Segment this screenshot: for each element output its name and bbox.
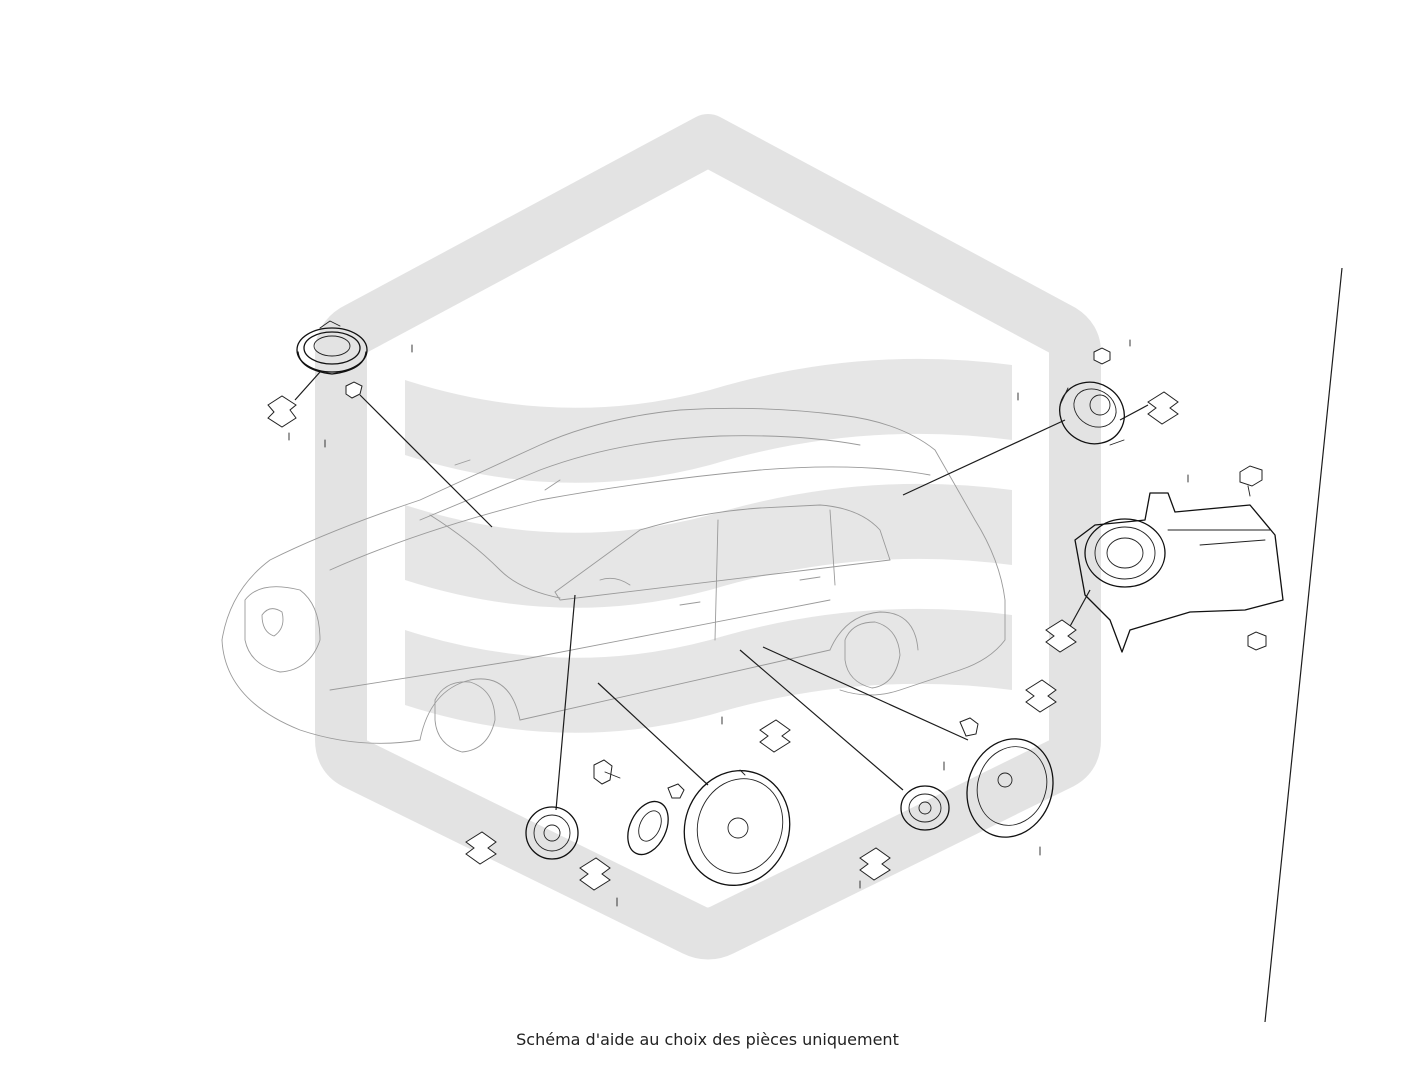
connector-icon [267,395,297,428]
subwoofer-enclosure [1074,492,1284,653]
screw-part [959,717,979,737]
connector-icon [465,831,497,865]
bolt-part [1239,465,1263,497]
screw-part [667,783,685,799]
connector-icon [759,719,791,753]
speaker-woofer-front [683,769,791,886]
speaker-midrange-front-left [525,806,579,860]
clip-part [1093,347,1111,365]
connector-icon [1045,619,1077,653]
speaker-tweeter-front-left [296,320,368,375]
connector-icon [579,857,611,891]
connector-icon [859,847,891,881]
speaker-midrange-rear [900,785,950,831]
nut-part [1247,631,1267,651]
clip-part [345,381,363,399]
speaker-tweeter-rear-right [1059,381,1125,446]
connector-icon [1147,391,1179,425]
diagram-caption: Schéma d'aide au choix des pièces unique… [516,1030,899,1049]
speaker-tweeter-front-door [627,800,669,856]
screw-part [593,759,621,785]
connector-icon [1025,679,1057,713]
leader-lines [294,267,1343,1023]
car-outline [221,407,1006,753]
hexagon-logo-icon [315,114,1101,960]
speaker-woofer-rear [966,738,1054,838]
reference-ticks [288,339,1189,907]
